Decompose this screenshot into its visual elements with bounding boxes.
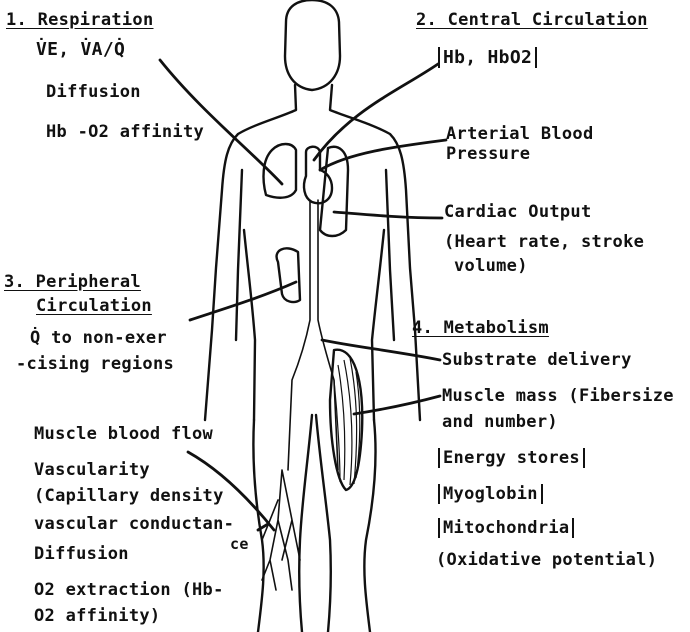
q-nonexercising-2: -cising regions bbox=[16, 354, 174, 374]
cardiac-output-label: Cardiac Output bbox=[444, 202, 592, 222]
vascular-conductance-label: vascular conductan- bbox=[34, 514, 234, 534]
vascularity-label: Vascularity bbox=[34, 460, 150, 480]
capillary-density-label: (Capillary density bbox=[34, 486, 224, 506]
muscle-mass-label: Muscle mass (Fibersize bbox=[442, 386, 674, 406]
left-flank bbox=[244, 230, 255, 420]
pressure-label: Pressure bbox=[446, 144, 530, 164]
inner-leg-left bbox=[299, 415, 312, 632]
left-arm-inner bbox=[236, 170, 242, 340]
leader-arterial bbox=[320, 140, 446, 170]
right-flank bbox=[372, 230, 384, 420]
metabolism-title: 4. Metabolism bbox=[412, 318, 549, 338]
leader-peripheral bbox=[190, 282, 296, 320]
torso-left-outline bbox=[205, 85, 296, 420]
vena-cava bbox=[318, 200, 338, 470]
substrate-delivery: Substrate delivery bbox=[442, 350, 632, 370]
mitochondria-label: Mitochondria bbox=[438, 518, 574, 538]
torso-right-outline bbox=[330, 85, 420, 420]
muscle-blood-flow: Muscle blood flow bbox=[34, 424, 213, 444]
energy-stores: Energy stores bbox=[438, 448, 585, 468]
oxidative-potential: (Oxidative potential) bbox=[436, 550, 657, 570]
peripheral-title-2: Circulation bbox=[36, 296, 152, 316]
fiber-number-label: and number) bbox=[442, 412, 558, 432]
ventilation-label: V̇E, V̇A/Q̇ bbox=[36, 40, 125, 60]
hb-hbo2-label: Hb, HbO2 bbox=[438, 48, 537, 68]
myoglobin-label: Myoglobin bbox=[438, 484, 543, 504]
o2-extraction-2: O2 affinity) bbox=[34, 606, 160, 626]
inner-leg-right bbox=[316, 415, 331, 632]
right-arm-inner bbox=[386, 170, 394, 340]
central-circulation-title: 2. Central Circulation bbox=[416, 10, 648, 30]
head-outline bbox=[285, 0, 340, 90]
leader-muscle-mass bbox=[354, 396, 440, 414]
kidney bbox=[277, 248, 300, 302]
heart-rate-label: (Heart rate, stroke bbox=[444, 232, 644, 252]
arterial-blood-label: Arterial Blood bbox=[446, 124, 594, 144]
capillary-network bbox=[262, 470, 300, 590]
peripheral-diffusion: Diffusion bbox=[34, 544, 129, 564]
conductance-ce-label: ce bbox=[230, 534, 249, 554]
respiration-diffusion: Diffusion bbox=[46, 82, 141, 102]
volume-label: volume) bbox=[454, 256, 528, 276]
peripheral-title-1: 3. Peripheral bbox=[4, 272, 141, 292]
o2-extraction-1: O2 extraction (Hb- bbox=[34, 580, 224, 600]
respiration-title: 1. Respiration bbox=[6, 10, 154, 30]
q-nonexercising-1: Q̇ to non-exer bbox=[30, 328, 167, 348]
hb-o2-affinity: Hb -O2 affinity bbox=[46, 122, 204, 142]
right-leg-outline bbox=[364, 420, 375, 632]
aorta bbox=[288, 200, 310, 470]
